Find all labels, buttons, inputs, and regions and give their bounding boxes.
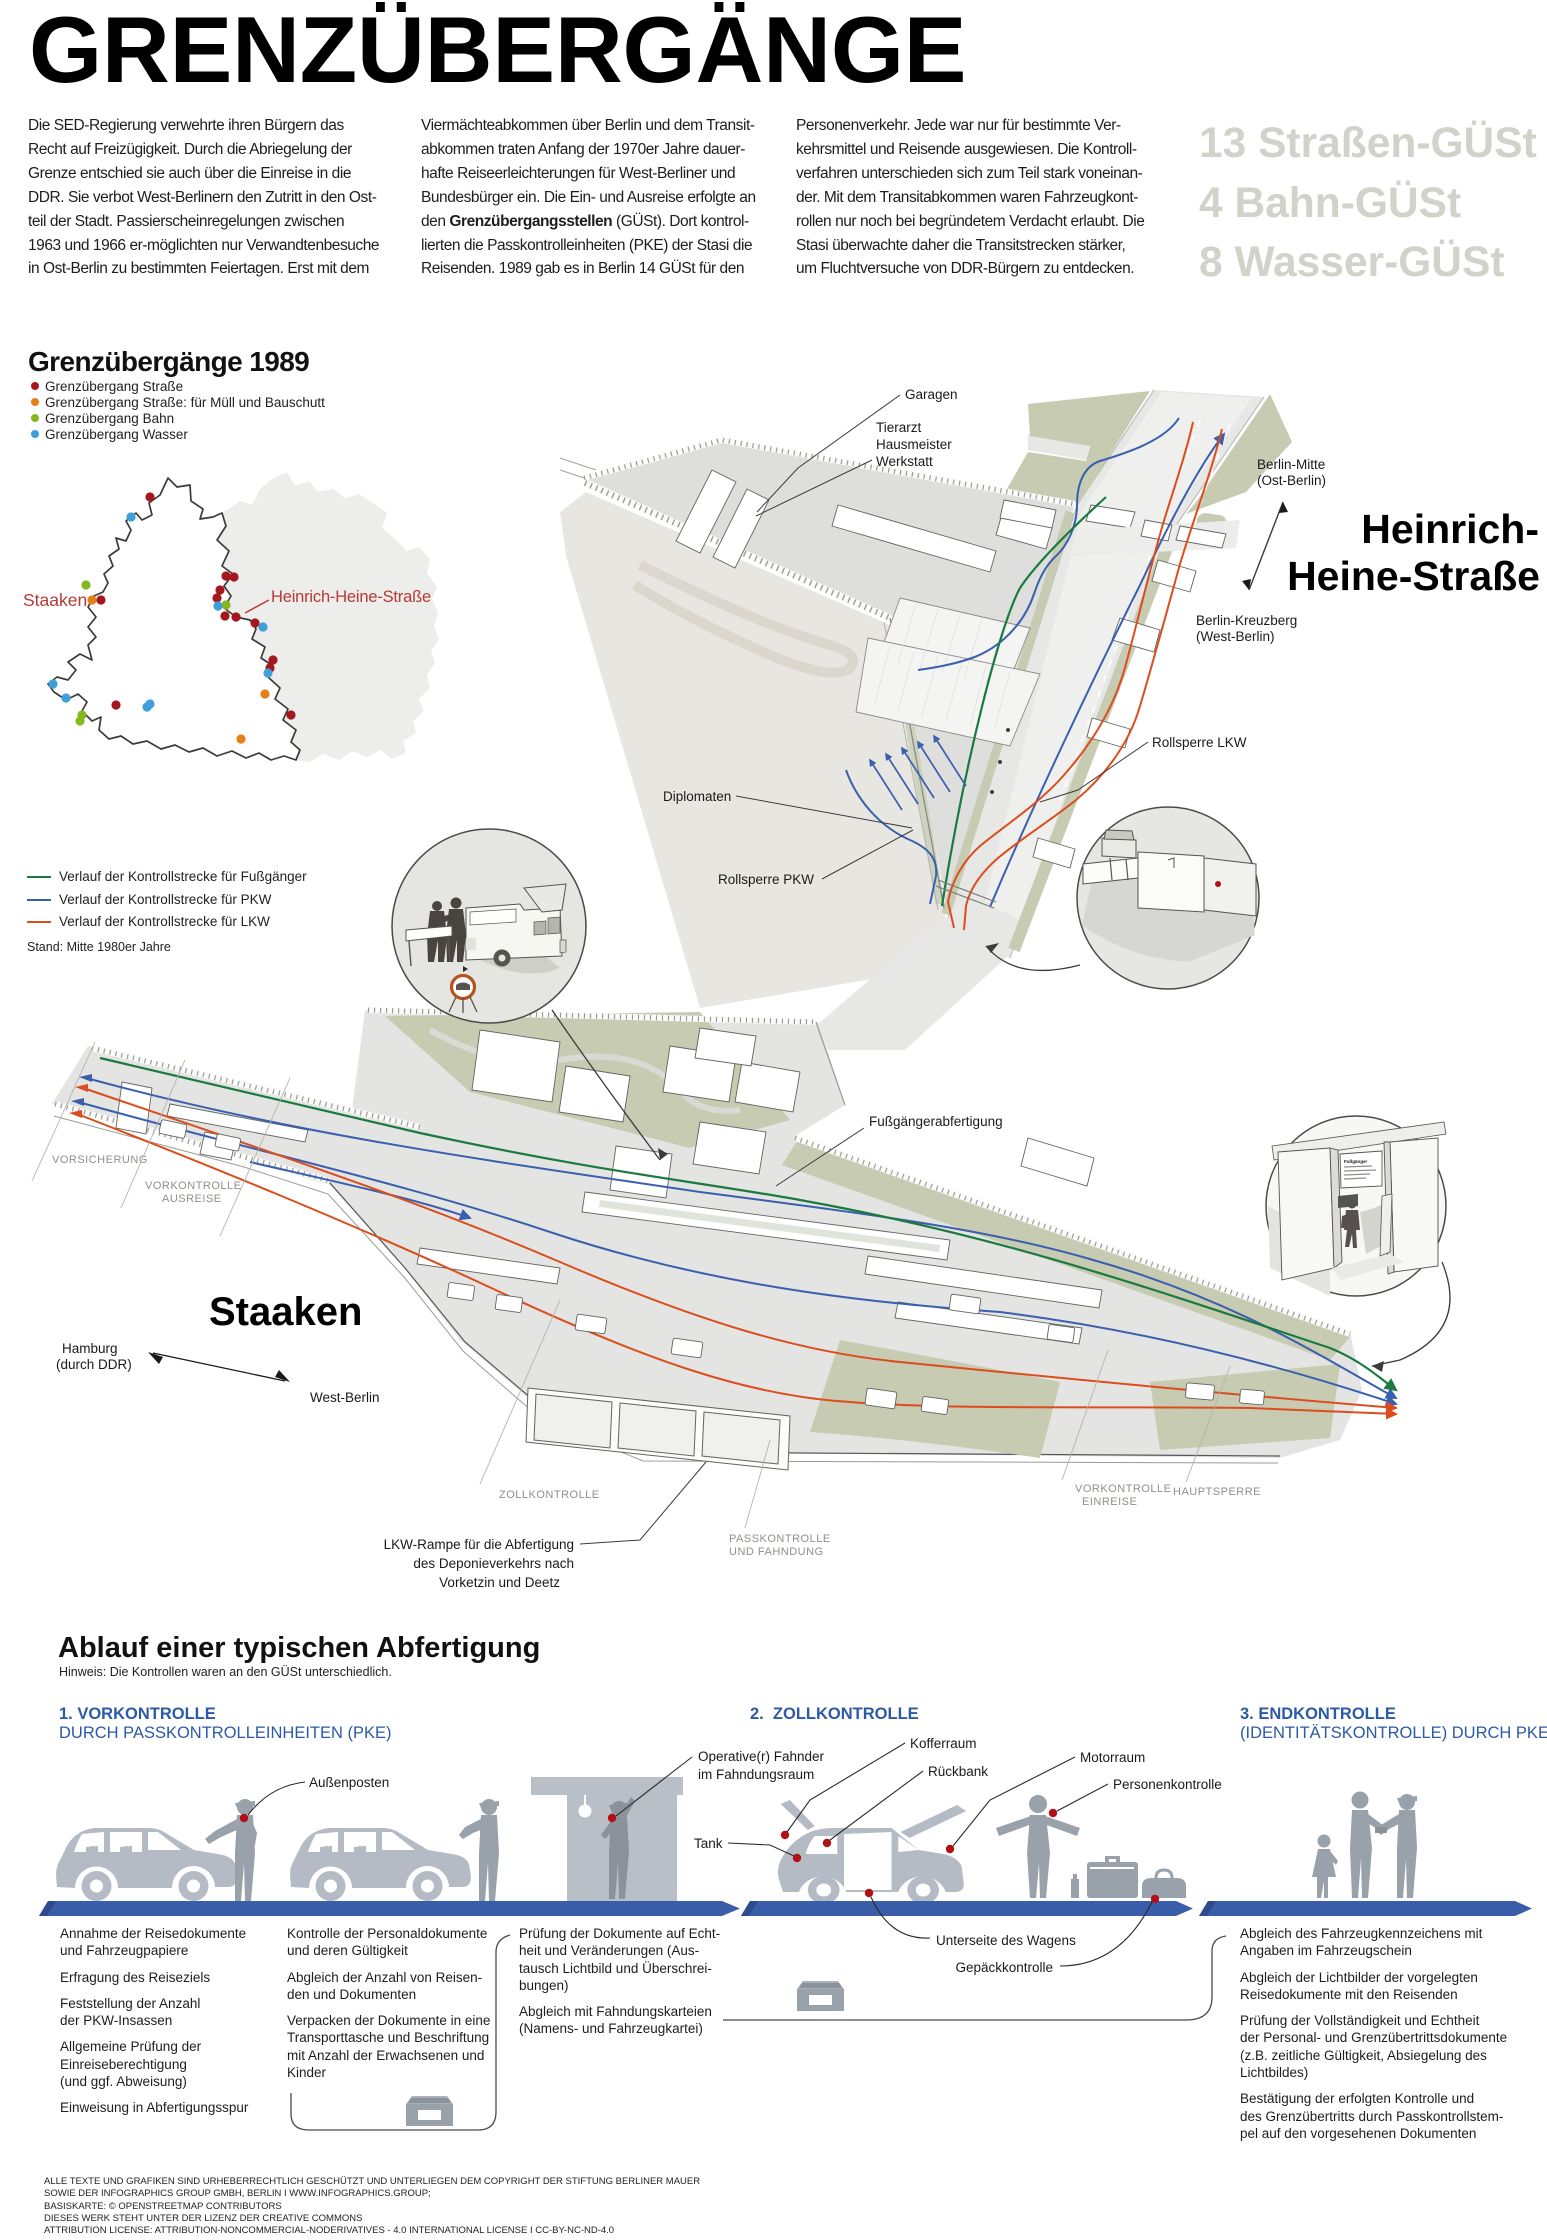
svg-text:Heinrich-Heine-Straße: Heinrich-Heine-Straße (271, 588, 431, 606)
svg-text:EINREISE: EINREISE (1082, 1496, 1137, 1508)
svg-text:Werkstatt: Werkstatt (876, 454, 933, 469)
svg-text:Tierarzt: Tierarzt (876, 420, 922, 435)
svg-text:Rollsperre LKW: Rollsperre LKW (1152, 735, 1247, 750)
svg-text:Hamburg: Hamburg (62, 1341, 118, 1356)
svg-text:Berlin-Mitte: Berlin-Mitte (1257, 457, 1325, 472)
svg-text:Tank: Tank (694, 1836, 723, 1851)
svg-text:im Fahndungsraum: im Fahndungsraum (698, 1767, 814, 1782)
svg-text:Rückbank: Rückbank (928, 1764, 988, 1779)
svg-text:Heine-Straße: Heine-Straße (1287, 553, 1540, 599)
svg-text:AUSREISE: AUSREISE (162, 1193, 222, 1205)
svg-text:(Ost-Berlin): (Ost-Berlin) (1257, 473, 1326, 488)
svg-text:Personenkontrolle: Personenkontrolle (1113, 1777, 1222, 1792)
svg-text:LKW-Rampe für die Abfertigung: LKW-Rampe für die Abfertigung (384, 1537, 574, 1552)
svg-text:Hausmeister: Hausmeister (876, 437, 952, 452)
svg-text:Gepäckkontrolle: Gepäckkontrolle (955, 1960, 1053, 1975)
svg-text:Berlin-Kreuzberg: Berlin-Kreuzberg (1196, 613, 1297, 628)
svg-text:ZOLLKONTROLLE: ZOLLKONTROLLE (499, 1489, 600, 1501)
svg-text:Kofferraum: Kofferraum (910, 1736, 977, 1751)
svg-text:Fußgängerabfertigung: Fußgängerabfertigung (869, 1114, 1003, 1129)
svg-text:Heinrich-: Heinrich- (1361, 506, 1539, 552)
svg-text:UND FAHNDUNG: UND FAHNDUNG (729, 1546, 824, 1558)
svg-text:West-Berlin: West-Berlin (310, 1390, 380, 1405)
svg-text:(West-Berlin): (West-Berlin) (1196, 629, 1275, 644)
svg-text:Motorraum: Motorraum (1080, 1750, 1145, 1765)
svg-text:Operative(r) Fahnder: Operative(r) Fahnder (698, 1749, 825, 1764)
svg-text:des Deponieverkehrs nach: des Deponieverkehrs nach (413, 1556, 574, 1571)
svg-text:HAUPTSPERRE: HAUPTSPERRE (1173, 1486, 1261, 1498)
svg-text:Vorketzin und Deetz: Vorketzin und Deetz (439, 1575, 560, 1590)
svg-text:VORSICHERUNG: VORSICHERUNG (52, 1154, 148, 1166)
svg-text:VORKONTROLLE: VORKONTROLLE (1075, 1483, 1171, 1495)
svg-text:VORKONTROLLE: VORKONTROLLE (145, 1180, 241, 1192)
svg-text:Staaken: Staaken (23, 590, 87, 610)
svg-text:Staaken: Staaken (209, 1290, 362, 1334)
svg-text:Diplomaten: Diplomaten (663, 789, 731, 804)
svg-text:(durch DDR): (durch DDR) (56, 1357, 132, 1372)
svg-text:Unterseite des Wagens: Unterseite des Wagens (936, 1933, 1076, 1948)
svg-text:Außenposten: Außenposten (309, 1775, 389, 1790)
svg-text:Rollsperre PKW: Rollsperre PKW (718, 872, 814, 887)
svg-text:PASSKONTROLLE: PASSKONTROLLE (729, 1533, 831, 1545)
svg-text:Garagen: Garagen (905, 387, 958, 402)
svg-text:Fußgänger: Fußgänger (1344, 1159, 1367, 1164)
